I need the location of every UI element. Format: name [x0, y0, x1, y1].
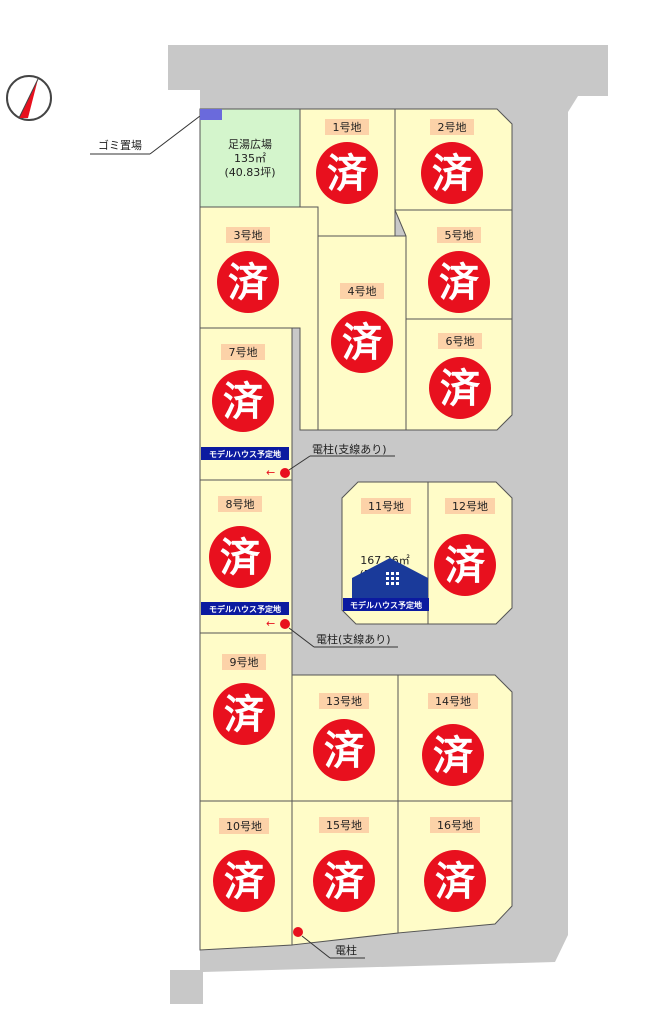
lot-13-label-bg	[319, 693, 369, 709]
plaza-area-m2: 135㎡	[234, 152, 266, 165]
garbage-leader	[149, 115, 201, 155]
model-house-planned-label-7: モデルハウス予定地	[209, 449, 281, 459]
model-house-planned-badge-8	[201, 602, 289, 615]
model-house-label: モデルハウス予定地	[350, 600, 422, 610]
lot-8-label-bg	[218, 496, 262, 512]
lot-8-label: 8号地	[226, 498, 255, 511]
lot-3-label: 3号地	[234, 229, 263, 242]
lot-6-label: 6号地	[446, 335, 475, 348]
lot-1-label-bg	[325, 119, 369, 135]
lot-4-sold-mark	[331, 311, 393, 373]
lot-1-label: 1号地	[333, 121, 362, 134]
lot-9-sold-text: 済	[224, 692, 265, 738]
pole-arrow-1: ←	[266, 466, 275, 479]
model-house-planned-badge-7	[201, 447, 289, 460]
lot-14-sold-mark	[422, 724, 484, 786]
lot-4-sold-text: 済	[342, 320, 383, 366]
lot-14-sold-text: 済	[433, 733, 474, 779]
lot-5-sold-text: 済	[439, 260, 480, 306]
lot-3-label-bg	[226, 227, 270, 243]
model-house-icon	[352, 558, 428, 598]
lot-1-sold-text: 済	[327, 151, 368, 197]
lot-2-label: 2号地	[438, 121, 467, 134]
lot-2-label-bg	[430, 119, 474, 135]
pole-arrow-2: ←	[266, 617, 275, 630]
pole-stay-label-2: 電柱(支線あり)	[316, 632, 391, 646]
lot-4-label: 4号地	[348, 285, 377, 298]
lot-3-sold-mark	[217, 251, 279, 313]
lot-7-sold-text: 済	[223, 379, 264, 425]
lot-11-label: 11号地	[368, 500, 404, 513]
utility-pole-3	[293, 927, 303, 937]
lot-12-sold-mark	[434, 534, 496, 596]
lot-7-label-bg	[221, 344, 265, 360]
lot-15-label-bg	[319, 817, 369, 833]
lot-13-sold-text: 済	[324, 728, 365, 774]
lot-14-label: 14号地	[435, 695, 471, 708]
lot-1-sold-mark	[316, 142, 378, 204]
lot-9-label-bg	[222, 654, 266, 670]
lot-8-sold-mark	[209, 526, 271, 588]
plaza-area-tsubo: (40.83坪)	[224, 166, 275, 179]
lot-16-sold-text: 済	[435, 859, 476, 905]
lot-8-sold-text: 済	[220, 535, 261, 581]
lot-10-sold-text: 済	[224, 859, 265, 905]
model-house-badge	[343, 598, 429, 611]
lot-10-label: 10号地	[226, 820, 262, 833]
lot-6-label-bg	[438, 333, 482, 349]
lot-12-label-bg	[445, 498, 495, 514]
lot-13-label: 13号地	[326, 695, 362, 708]
lot-5-label: 5号地	[445, 229, 474, 242]
lot-16-sold-mark	[424, 850, 486, 912]
lot-2-sold-mark	[421, 142, 483, 204]
lot-16-label-bg	[430, 817, 480, 833]
pole-label: 電柱	[335, 943, 357, 957]
model-house-planned-label-8: モデルハウス予定地	[209, 604, 281, 614]
utility-pole-1	[280, 468, 290, 478]
lot-11-label-bg	[361, 498, 411, 514]
lot-5-label-bg	[437, 227, 481, 243]
lot-12-sold-text: 済	[445, 543, 486, 589]
lot-7-label: 7号地	[229, 346, 258, 359]
lot-13-sold-mark	[313, 719, 375, 781]
lot-14-label-bg	[428, 693, 478, 709]
lot-2-sold-text: 済	[432, 151, 473, 197]
pole-stay-label-1: 電柱(支線あり)	[312, 442, 387, 456]
lot-10-sold-mark	[213, 850, 275, 912]
garbage-label: ゴミ置場	[98, 138, 142, 152]
lot-12-label: 12号地	[452, 500, 488, 513]
lot-15-sold-mark	[313, 850, 375, 912]
lot-10-label-bg	[219, 818, 269, 834]
plaza-name: 足湯広場	[228, 138, 272, 151]
utility-pole-2	[280, 619, 290, 629]
north-arrow-icon	[6, 75, 52, 121]
lot-3-sold-text: 済	[228, 260, 269, 306]
lot-5-sold-mark	[428, 251, 490, 313]
lot-6-sold-text: 済	[440, 366, 481, 412]
lot-15-label: 15号地	[326, 819, 362, 832]
lot-9-label: 9号地	[230, 656, 259, 669]
lot-9-sold-mark	[213, 683, 275, 745]
lot-15-sold-text: 済	[324, 859, 365, 905]
lot-4-label-bg	[340, 283, 384, 299]
lot-6-sold-mark	[429, 357, 491, 419]
lot-7-sold-mark	[212, 370, 274, 432]
lot-16-label: 16号地	[437, 819, 473, 832]
